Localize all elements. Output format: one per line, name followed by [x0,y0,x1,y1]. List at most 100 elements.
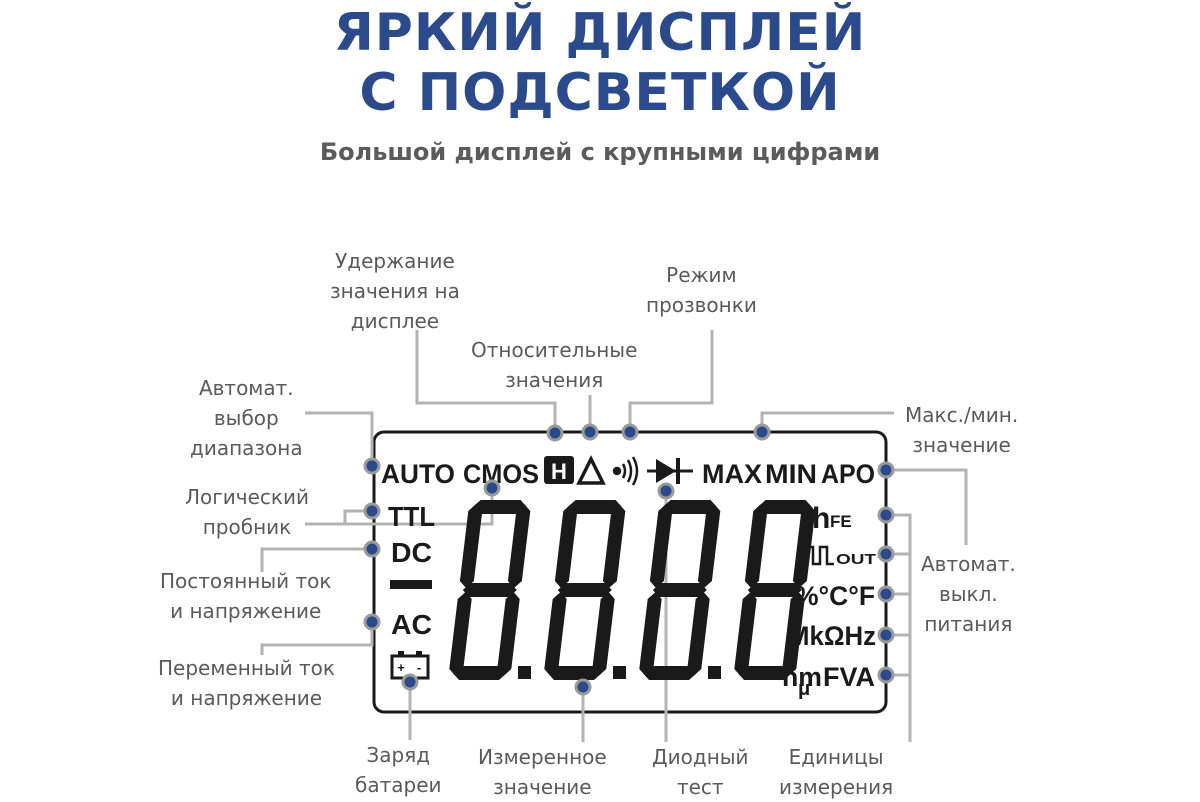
connector-max-min [760,411,894,432]
lcd-min: MIN [765,459,817,489]
svg-text:OUT: OUT [836,551,876,568]
marker-cmos [483,479,501,497]
lcd-digit-1-segment-7 [497,592,520,676]
connector-auto-off [886,468,968,545]
svg-text:h: h [812,502,830,535]
lcd-digit-3 [639,500,721,680]
lcd-digit-4-segment-4 [744,504,768,588]
marker-units [877,666,895,684]
hold-icon: H [544,456,574,484]
marker-ac [363,613,381,631]
lcd-digit-2-segment-1 [567,500,622,514]
marker-max-min [753,423,771,441]
title-line-2: С ПОДСВЕТКОЙ [359,63,841,123]
connector-dc [260,547,372,572]
connector-ac [260,622,374,655]
lcd-apo: APO [821,459,875,489]
marker-diode [657,482,675,500]
diode-icon [647,458,693,484]
lcd-digit-4 [734,500,816,680]
connector-hold [415,330,557,433]
lcd-digit-4-segment-5 [792,504,816,588]
lcd-digit-2-segment-7 [592,592,615,676]
marker-measured [574,678,592,696]
lcd-digit-3-segment-1 [662,500,717,514]
lcd-digit-2-segment-4 [554,504,578,588]
lcd-minus-sign [390,580,432,589]
lcd-digit-1-segment-4 [459,504,483,588]
lcd-cmos: CMOS [463,459,539,489]
lcd-digit-4-segment-2 [747,583,802,597]
lcd-digit-2-segment-5 [602,504,626,588]
lcd-hfe: h FE [812,502,852,535]
lcd-digit-3-segment-4 [649,504,673,588]
lcd-digit-3-segment-7 [687,592,710,676]
lcd-freq-units: MkΩHz [788,621,876,651]
lcd-digit-2-segment-3 [547,666,602,680]
svg-text:H: H [551,459,567,484]
lcd-micro: μ [798,678,810,700]
lcd-digit-1-segment-2 [462,583,517,597]
label-max-min: Макс./мин.значение [905,403,1019,457]
lcd-decimal-point-1 [518,666,531,679]
connector-continuity [628,330,714,432]
lcd-digit-3-segment-6 [639,592,662,676]
marker-continuity [621,423,639,441]
lcd-digit-2 [544,500,626,680]
lcd-ac: AC [391,609,432,640]
marker-hfe [877,506,895,524]
subtitle: Большой дисплей с крупными цифрами [319,138,881,166]
lcd-fva: FVA [823,662,875,692]
lcd-temp-units: %°C°F [795,581,875,611]
lcd-max: MAX [702,459,762,489]
lcd-ttl: TTL [388,501,435,532]
lcd-digit-1-segment-6 [449,592,472,676]
delta-icon [576,455,606,485]
lcd-digit-3-segment-2 [652,583,707,597]
marker-dots [363,423,895,696]
svg-text:-: - [417,660,421,675]
lcd-digit-1-segment-3 [452,666,507,680]
lcd-digit-4-segment-7 [782,592,805,676]
marker-ttl [363,502,381,520]
lcd-digit-4-segment-3 [737,666,792,680]
connector-auto-range [305,411,374,466]
lcd-digit-4-segment-1 [757,500,812,514]
lcd-digit-3-segment-5 [697,504,721,588]
lcd-digit-1 [449,500,531,680]
continuity-icon [612,456,639,486]
marker-temp [877,585,895,603]
svg-text:FE: FE [830,512,852,531]
svg-text:+: + [397,660,405,675]
lcd-decimal-point-3 [708,666,721,679]
marker-hold [546,424,564,442]
label-auto-off: Автомат.выкл.питания [921,552,1016,636]
lcd-digit-1-segment-5 [507,504,531,588]
marker-auto-off [877,461,895,479]
title-line-1: ЯРКИЙ ДИСПЛЕЙ [333,3,867,63]
marker-auto-range [363,457,381,475]
lcd-digits [449,500,816,680]
marker-freq [877,626,895,644]
lcd-digit-3-segment-3 [642,666,697,680]
lcd-digit-4-segment-6 [734,592,757,676]
marker-relative [581,423,599,441]
lcd-digit-2-segment-6 [544,592,567,676]
lcd-auto: AUTO [381,459,455,489]
lcd-decimal-point-2 [613,666,626,679]
marker-dc [363,540,381,558]
lcd-dc: DC [391,537,432,568]
marker-battery [401,673,419,691]
lcd-digit-2-segment-2 [557,583,612,597]
